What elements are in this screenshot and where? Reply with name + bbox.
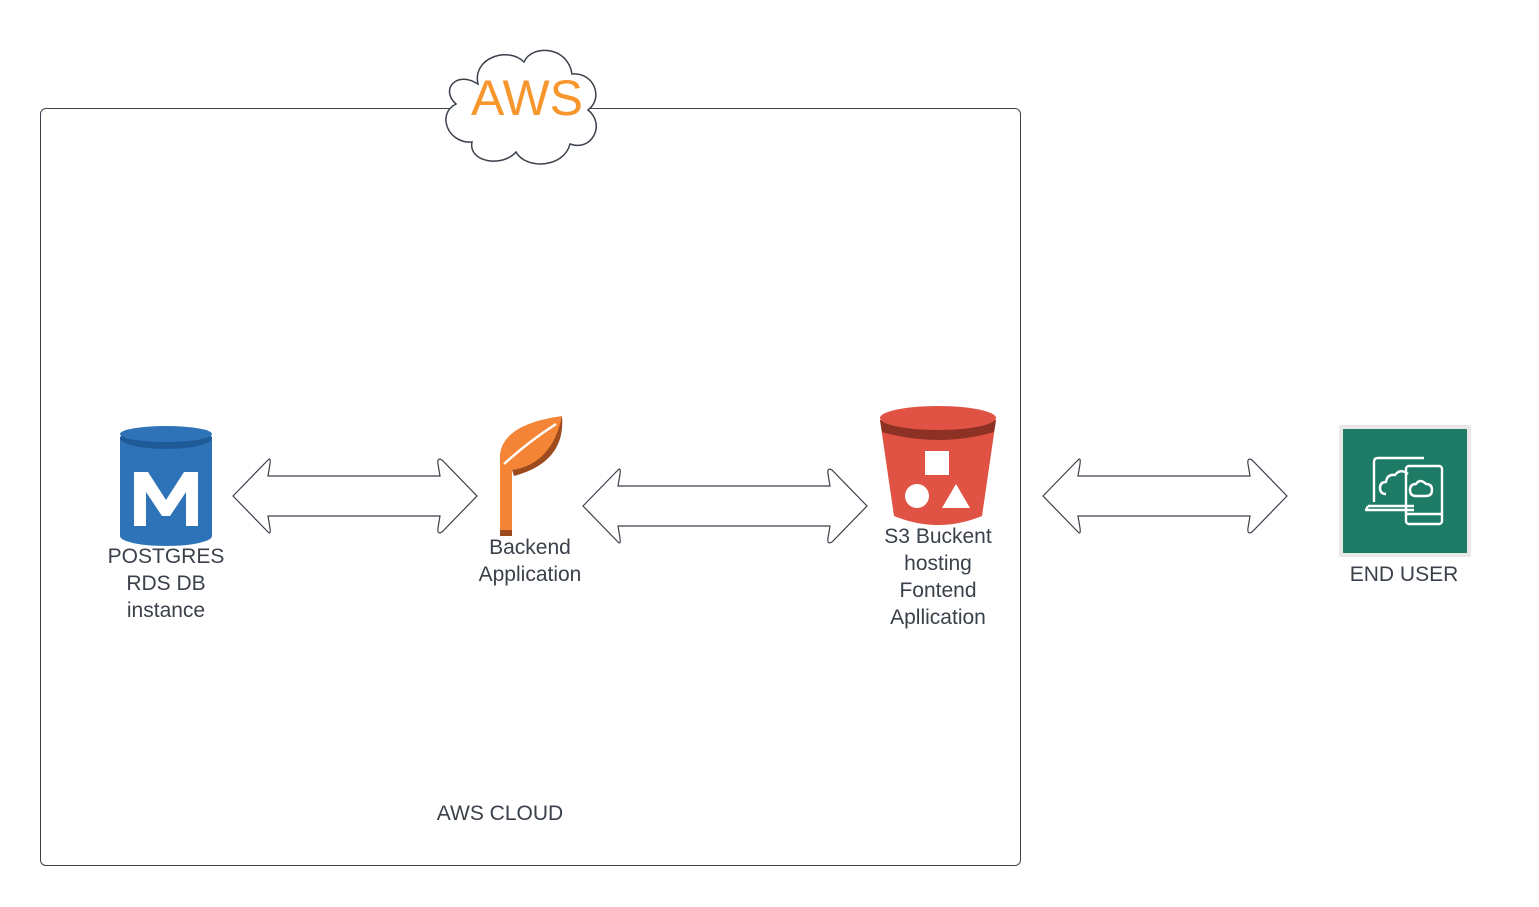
cloud-icon [445, 49, 597, 165]
s3-bucket-icon [880, 406, 996, 525]
bidirectional-arrow [232, 458, 478, 534]
s3-label-line: hosting [904, 552, 972, 575]
s3-label: S3 Buckent hosting Fontend Apllication [858, 523, 1018, 631]
backend-label-line: Application [478, 563, 582, 586]
rds-label: POSTGRES RDS DB instance [88, 543, 244, 624]
s3-label-line: Apllication [890, 606, 986, 629]
bidirectional-arrow [1042, 458, 1288, 534]
s3-label-line: Fontend [899, 579, 977, 602]
end-user-label-line: END USER [1349, 563, 1459, 586]
end-user-label: END USER [1324, 561, 1484, 588]
elastic-beanstalk-icon [500, 416, 563, 536]
bidirectional-arrow [582, 468, 868, 544]
backend-label-line: Backend [489, 536, 571, 559]
client-device-icon [1339, 425, 1471, 557]
rds-label-line: POSTGRES [107, 545, 225, 568]
rds-database-icon [120, 426, 212, 546]
rds-label-line: instance [126, 599, 206, 622]
backend-label: Backend Application [450, 534, 610, 588]
aws-cloud-label: AWS CLOUD [436, 802, 564, 825]
aws-cloud-title: AWS [470, 70, 584, 126]
s3-label-line: S3 Buckent [884, 525, 992, 548]
rds-label-line: RDS DB [126, 572, 206, 595]
